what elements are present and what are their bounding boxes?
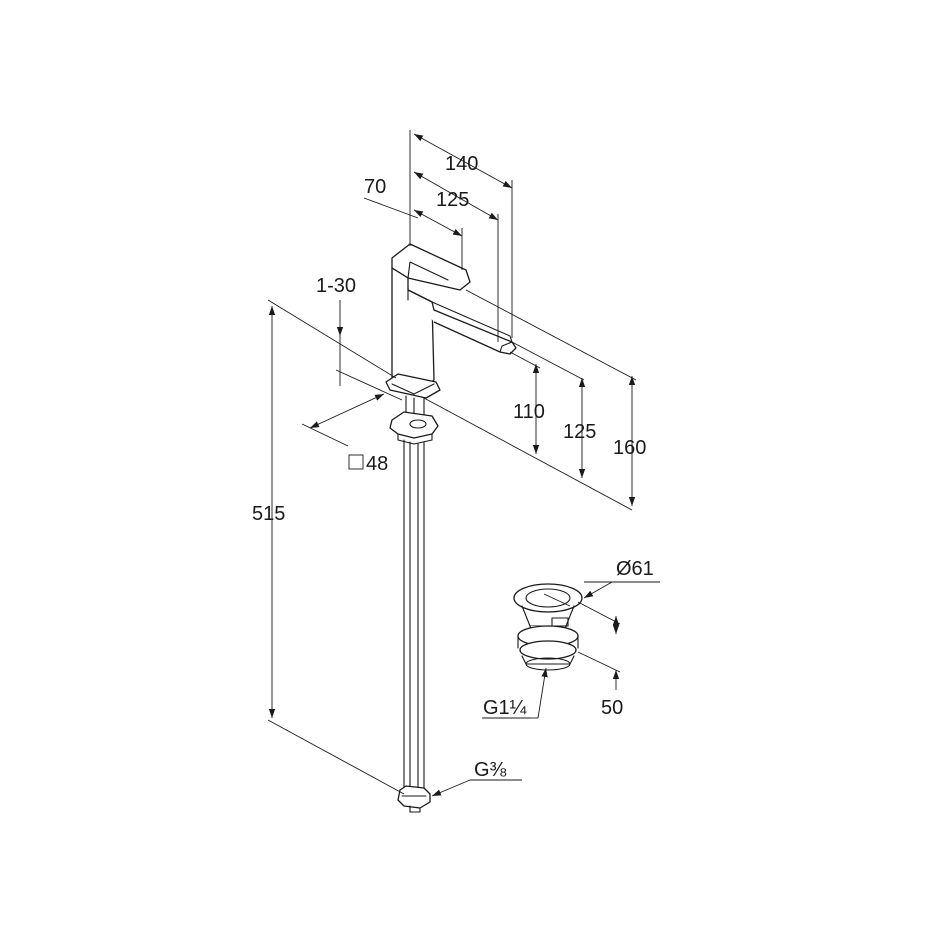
dim-125-top-label: 125	[436, 189, 469, 211]
dim-160-label: 160	[613, 437, 646, 459]
dim-70-label: 70	[364, 176, 386, 198]
waste-valve	[513, 583, 583, 671]
thread-waste-label: G1¼	[483, 697, 527, 719]
base-plate	[385, 373, 441, 399]
dim-125-right-label: 125	[563, 421, 596, 443]
dim-515-label: 515	[252, 503, 285, 525]
dim-110-label: 110	[513, 401, 545, 423]
hose-connector	[397, 785, 431, 813]
spout	[407, 289, 517, 355]
thread-supply-label: G⅜	[474, 759, 507, 781]
fixing-washer	[389, 411, 439, 439]
faucet-body	[385, 243, 517, 813]
dimension-labels: 140 70 125 1-30 110 125 160 48 515 Ø61 5…	[252, 153, 654, 781]
dim-140-label: 140	[445, 153, 478, 175]
dimension-lines	[267, 130, 660, 797]
dim-48-label: 48	[366, 453, 388, 475]
square-symbol-icon	[348, 454, 364, 470]
dim-1-30-label: 1-30	[316, 275, 356, 297]
dim-61-label: Ø61	[616, 558, 654, 580]
dim-50-label: 50	[601, 697, 623, 719]
